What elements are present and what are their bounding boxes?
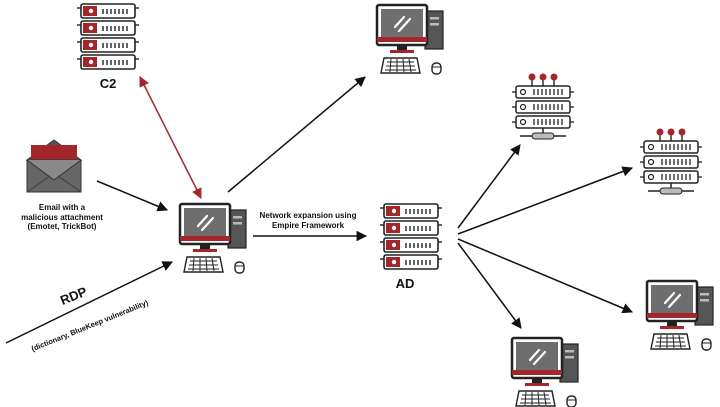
arrow-rdp-victim [5, 261, 173, 344]
arrow-ad-pc-right [457, 238, 633, 314]
arrow-ad-rack1 [457, 144, 521, 229]
arrow-ad-pc-bottom [457, 242, 522, 329]
arrow-ad-rack2 [457, 166, 633, 235]
rack-server-2-icon [639, 127, 703, 195]
email-label-line: Email with a [38, 203, 86, 212]
ad-label: AD [395, 276, 415, 291]
email-label: Email with a malicious attachment (Emote… [6, 203, 118, 232]
arrow-email-victim [96, 180, 168, 212]
arrow-c2-victim [139, 76, 202, 199]
c2-server-icon [76, 3, 140, 70]
email-label-line: malicious attachment [21, 212, 103, 222]
bottom-desktop-computer-icon [510, 336, 580, 407]
right-desktop-computer-icon [645, 279, 715, 352]
c2-label: C2 [99, 76, 117, 91]
network-expansion-label-line: Empire Framework [271, 220, 345, 230]
ad-server-icon [379, 203, 443, 270]
rack-server-1-icon [511, 72, 575, 140]
email-label-line: (Emotet, TrickBot) [27, 222, 97, 232]
network-expansion-label: Network expansion using Empire Framework [252, 211, 364, 230]
top-desktop-computer-icon [375, 3, 445, 76]
envelope-icon [25, 139, 83, 193]
arrow-victim-top-pc [227, 76, 366, 193]
victim-desktop-computer-icon [178, 202, 248, 275]
network-expansion-label-line: Network expansion using [259, 211, 357, 220]
